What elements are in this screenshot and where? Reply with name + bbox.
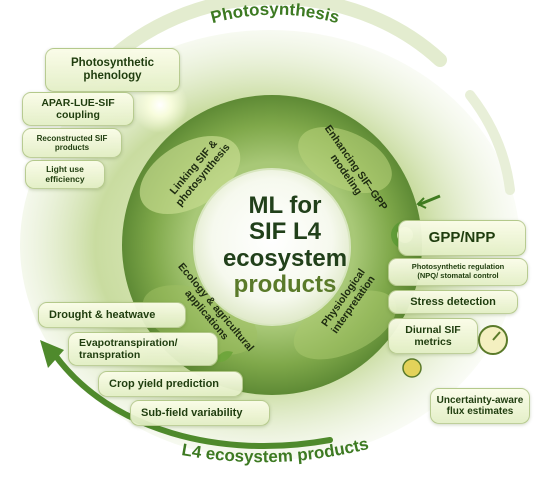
box-line: coupling [56,109,100,121]
box-photosynthetic-regulation: Photosynthetic regulation(NPQ/ stomatal … [388,258,528,286]
box-line: (NPQ/ stomatal control [417,271,499,280]
box-crop-yield: Crop yield prediction [98,371,243,397]
box-line: metrics [414,336,452,348]
box-line: Sub-field variability [141,406,243,419]
center-title: ML for SIF L4 ecosystem products [215,192,355,299]
cycle-arrow [52,352,333,449]
cycle-arrow-head [40,340,64,368]
box-line: phenology [83,70,142,82]
box-line: Photosynthetic regulation [411,262,505,272]
box-line: Reconstructed SIF [36,133,108,143]
box-line: Light use [46,163,84,174]
box-line: products [54,143,90,152]
center-line-1: ML for [248,192,322,219]
water-drop-icon [402,358,422,378]
box-line: transpration [79,349,141,361]
box-line: Evapotranspiration/ [79,336,178,349]
box-drought-heatwave: Drought & heatwave [38,302,186,328]
box-sub-field: Sub-field variability [130,400,270,426]
box-line: Photosynthetic [70,56,155,69]
gauge-icon [478,325,508,355]
center-line-2: SIF L4 [248,218,321,246]
box-line: efficiency [45,173,85,184]
box-line: Stress detection [410,295,496,308]
box-stress-detection: Stress detection [388,290,518,314]
sprout-icon [215,351,233,363]
box-line: Diurnal SIF [405,323,461,336]
center-line-4: products [233,271,337,299]
center-circle [193,168,351,326]
outer-arc-right [465,90,515,195]
box-line: flux estimates [446,406,514,417]
leaf-shape [298,126,392,194]
box-line: Drought & heatwave [49,308,156,321]
outer-arc-top [88,0,447,82]
box-line: GPP/NPP [428,229,496,247]
box-evapotranspiration: Evapotranspiration/transpration [68,332,218,366]
box-line: APAR-LUE-SIF [41,96,115,109]
box-line: Uncertainty-aware [436,394,524,406]
box-line: Crop yield prediction [109,377,220,390]
center-line-3: ecosystem [222,244,348,272]
box-gpp-npp: GPP/NPP [398,220,526,256]
